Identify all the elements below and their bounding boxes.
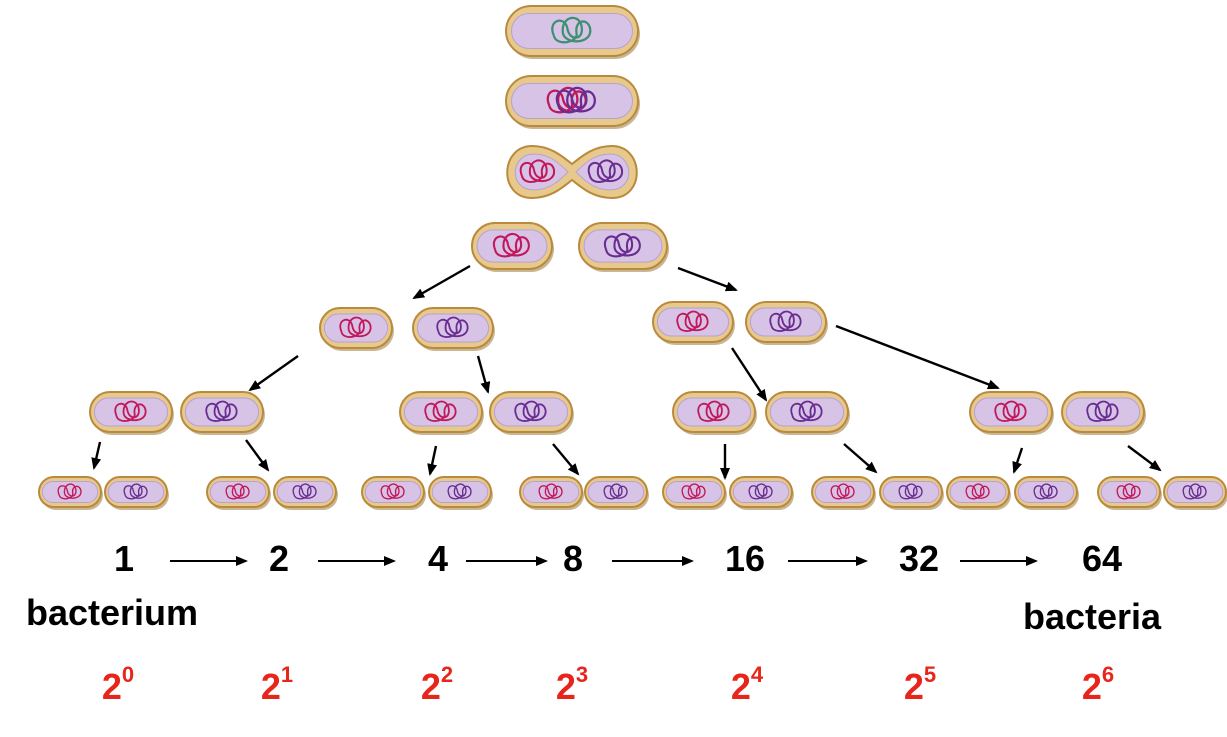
power-5: 25 — [903, 662, 937, 708]
bacterium-cell-icon — [273, 476, 338, 510]
power-1: 21 — [260, 662, 294, 708]
start-label: bacterium — [26, 592, 199, 633]
bacterium-cell-icon — [1163, 476, 1227, 510]
dna-loop-icon — [1116, 483, 1141, 500]
bacterium-cell-icon — [319, 307, 394, 351]
dna-loop-icon — [538, 483, 563, 500]
dna-loop-icon — [1033, 483, 1058, 500]
bacterium-cell-icon — [89, 391, 174, 435]
dna-loop-icon — [57, 483, 82, 500]
bacterium-cell-icon — [206, 476, 271, 510]
dna-loop-icon — [436, 316, 469, 338]
replicating-cell — [505, 75, 640, 129]
arrow-right-icon — [835, 324, 1000, 390]
arrow-right-icon — [1012, 447, 1024, 474]
arrow-right-icon — [730, 347, 768, 402]
dna-loop-icon — [205, 400, 238, 422]
bacterium-cell-icon — [879, 476, 944, 510]
dna-loop-icon — [603, 483, 628, 500]
bacterium-cell-icon — [180, 391, 265, 435]
bacterium-cell-icon — [811, 476, 876, 510]
bacterium-cell-icon — [672, 391, 757, 435]
dna-loop-icon — [123, 483, 148, 500]
arrow-right-icon — [843, 443, 878, 474]
dna-loop-icon — [676, 310, 709, 332]
dna-loop-icon — [603, 232, 641, 258]
dna-loop-icon — [225, 483, 250, 500]
dna-loop-icon — [424, 400, 457, 422]
dna-loop-icon — [1182, 483, 1207, 500]
arrow-right-icon — [552, 443, 580, 476]
bacterium-cell-icon — [489, 391, 574, 435]
dna-loop-icon — [551, 16, 592, 44]
arrow-right-icon — [91, 441, 102, 470]
dna-loop-icon — [748, 483, 773, 500]
count-32: 32 — [898, 538, 940, 579]
arrow-right-icon — [245, 439, 270, 472]
power-6: 26 — [1081, 662, 1115, 708]
dna-loop-icon — [514, 400, 547, 422]
bacterium-cell-icon — [662, 476, 727, 510]
bacterium-cell-icon — [38, 476, 103, 510]
bacterium-cell-icon — [946, 476, 1011, 510]
bacterium-cell-icon — [399, 391, 484, 435]
bacterium-cell-icon — [519, 476, 584, 510]
bacterium-cell-icon — [1061, 391, 1146, 435]
dna-loop-icon — [898, 483, 923, 500]
bacterium-cell-icon — [412, 307, 495, 351]
dna-loop-icon — [681, 483, 706, 500]
dna-loop-icon — [380, 483, 405, 500]
count-16: 16 — [724, 538, 766, 579]
dna-loop-icon — [790, 400, 823, 422]
dividing-cell — [506, 144, 638, 200]
bacterium-cell-icon — [428, 476, 493, 510]
bacterium-cell-icon — [729, 476, 794, 510]
bacterium-cell-icon — [584, 476, 649, 510]
dna-loop-icon — [292, 483, 317, 500]
count-1: 1 — [113, 538, 135, 579]
dna-loop-icon — [697, 400, 730, 422]
count-2: 2 — [268, 538, 290, 579]
bacterium-cell-icon — [652, 301, 735, 345]
dna-loop-icon — [965, 483, 990, 500]
dna-loop-icon — [447, 483, 472, 500]
dna-loop-icon — [519, 159, 556, 183]
dna-loop-icon — [994, 400, 1027, 422]
dna-loop-icon — [769, 310, 802, 332]
arrow-right-icon — [1127, 445, 1162, 472]
bacterium-cell-icon — [471, 222, 554, 272]
bacterium-cell-icon — [104, 476, 169, 510]
bacterium-cell-icon — [578, 222, 669, 272]
dna-loop-icon — [1086, 400, 1119, 422]
count-4: 4 — [427, 538, 449, 579]
power-2: 22 — [420, 662, 454, 708]
power-0: 20 — [101, 662, 135, 708]
bacterium-cell-icon — [1014, 476, 1079, 510]
arrow-right-icon — [677, 266, 738, 292]
division-arrows — [91, 264, 1162, 480]
bacterium-cell-icon — [1097, 476, 1162, 510]
end-label: bacteria — [1023, 596, 1162, 637]
arrow-right-icon — [476, 355, 491, 394]
bacterium-cell-icon — [969, 391, 1054, 435]
dna-loop-icon — [587, 159, 624, 183]
arrow-right-icon — [248, 355, 299, 392]
arrow-right-icon — [427, 445, 438, 476]
dna-loop-icon — [555, 86, 596, 114]
parent-cell — [505, 5, 640, 59]
arrow-right-icon — [412, 264, 471, 300]
bacteria-cells — [38, 5, 1227, 510]
dna-loop-icon — [339, 316, 372, 338]
bacterium-cell-icon — [765, 391, 850, 435]
count-64: 64 — [1081, 538, 1123, 579]
bacterium-cell-icon — [745, 301, 828, 345]
bacterium-cell-icon — [361, 476, 426, 510]
power-3: 23 — [555, 662, 589, 708]
power-4: 24 — [730, 662, 764, 708]
dna-loop-icon — [492, 232, 530, 258]
dna-loop-icon — [830, 483, 855, 500]
dna-loop-icon — [114, 400, 147, 422]
count-8: 8 — [562, 538, 584, 579]
